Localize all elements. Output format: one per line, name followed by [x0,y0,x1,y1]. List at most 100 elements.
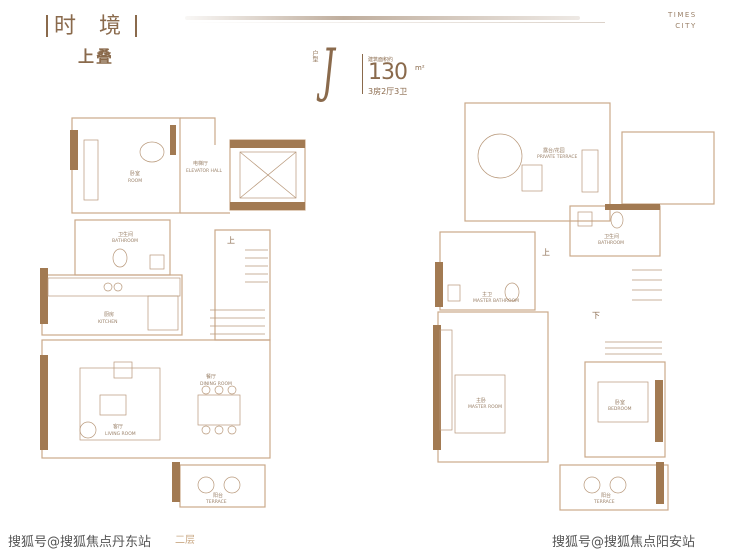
brand-bar-right [135,15,138,37]
stove-burner-icon [103,282,113,292]
decorative-line-thin [185,22,605,23]
kitchen-cabinet-icon [147,295,179,331]
chair-icon [227,425,237,435]
area-label: 建筑面积约 [368,57,394,63]
kitchen-counter-icon [47,277,181,297]
sofa-icon [79,367,161,441]
brand-title: 时 境 [40,8,143,40]
decorative-line [185,16,580,20]
right-bedroom-label: 卧室 [615,399,625,406]
left-bedroom-walls [71,117,181,214]
left-bedroom-label: 卧室 [130,170,140,177]
right-bath2-label: 主卫 [482,291,492,298]
right-bath1-label: 卫生间 [604,233,619,240]
master-bed-icon [454,374,506,434]
right-balcony-walls [559,464,669,511]
terrace-label-en: PRIVATE TERRACE [537,154,578,160]
toilet-icon [112,248,128,268]
kitchen-label: 厨房 [104,311,114,318]
right-balcony-label-en: TERRACE [593,499,615,505]
balcony-chair-icon-2 [223,476,241,494]
terrace-extension [621,131,715,205]
left-plan: 卧室 ROOM 电梯厅 ELEVATOR HALL 卫生间 BATHROOM 厨… [40,117,306,508]
unit-divider [362,54,363,94]
chair-icon [214,385,224,395]
elevator-hall-walls [180,117,230,214]
left-balcony-label: 阳台 [213,492,223,499]
lounge-chair-icon [521,164,543,192]
armchair-icon-2 [79,421,97,439]
master-label: 主卧 [476,397,486,404]
right-stair-down-label: 下 [592,311,600,320]
left-balcony-label-en: TERRACE [205,499,227,505]
coffee-table-icon [99,394,127,416]
left-bedroom-window [70,130,78,170]
terrace-label: 露台/花园 [543,147,565,154]
living-window [40,355,48,450]
living-label: 客厅 [113,423,123,430]
master-room-walls [437,311,549,463]
bedroom-bed-icon [597,381,649,423]
dining-table-icon [197,394,241,426]
left-bath-label: 卫生间 [118,231,133,238]
right-bath1-top-wall [605,204,660,210]
right-stair-up-label: 上 [542,248,550,257]
chair-icon [227,385,237,395]
elevator-hall-label: 电梯厅 [193,160,208,167]
brand-char-2: 境 [99,14,130,39]
kitchen-window [40,268,48,324]
watermark-left: 搜狐号@搜狐焦点丹东站 [8,535,152,550]
elevator-hall-label-en: ELEVATOR HALL [186,168,223,174]
left-bedroom-window-right [170,125,176,155]
unit-letter: J [322,36,335,104]
left-bath-label-en: BATHROOM [112,238,138,244]
terrace-walls [464,102,611,222]
elevator-cross-2 [239,151,297,199]
right-bath1-walls [569,205,661,257]
sink-icon-r1 [577,211,593,227]
living-label-en: LIVING ROOM [105,431,136,437]
stove-burner-icon-2 [113,282,123,292]
subtitle: 上叠 [78,47,115,66]
area-unit: m² [415,64,425,72]
times-city-logo: TIMES CITY [668,10,697,32]
umbrella-icon [477,133,523,179]
stair-up-label: 上 [227,236,235,245]
chair-icon [201,425,211,435]
armchair-icon [139,141,165,163]
sun-lounger-icon [581,149,599,193]
dining-label-en: DINING ROOM [200,381,232,387]
right-balcony-window [656,462,664,504]
right-bath1-label-en: BATHROOM [598,240,624,246]
toilet-icon-r1 [610,211,624,229]
right-bath2-label-en: MASTER BATHROOM [473,298,519,304]
master-window [433,325,441,450]
balcony-chair-icon [197,476,215,494]
sink-icon-r2 [447,284,461,302]
right-bedroom-label-en: BEDROOM [608,406,632,412]
right-bedroom-walls [584,361,666,458]
stair-walls [214,229,271,341]
toilet-icon-r2 [504,282,520,302]
left-bedroom-label-en: ROOM [128,178,142,184]
chair-icon [201,385,211,395]
floor-label: 二层 [175,535,195,546]
right-stair-treads [605,269,662,355]
balcony-chair-icon-r2 [609,476,627,494]
unit-type-label: 户型 [311,50,318,62]
chair-icon [214,425,224,435]
elevator-top-wall [230,140,305,148]
dining-label: 餐厅 [206,373,216,380]
side-table-icon [113,361,133,379]
watermark-right: 搜狐号@搜狐焦点阳安站 [552,535,696,550]
master-wardrobe-icon [439,329,453,431]
right-bedroom-window [655,380,663,442]
right-balcony-label: 阳台 [601,492,611,499]
left-balcony-window [172,462,180,502]
kitchen-walls [41,274,183,336]
right-bath2-window [435,262,443,307]
brand-bar-left [46,15,48,37]
logo-line-1: TIMES [668,11,697,19]
master-label-en: MASTER ROOM [468,404,502,410]
logo-line-2: CITY [675,22,697,30]
